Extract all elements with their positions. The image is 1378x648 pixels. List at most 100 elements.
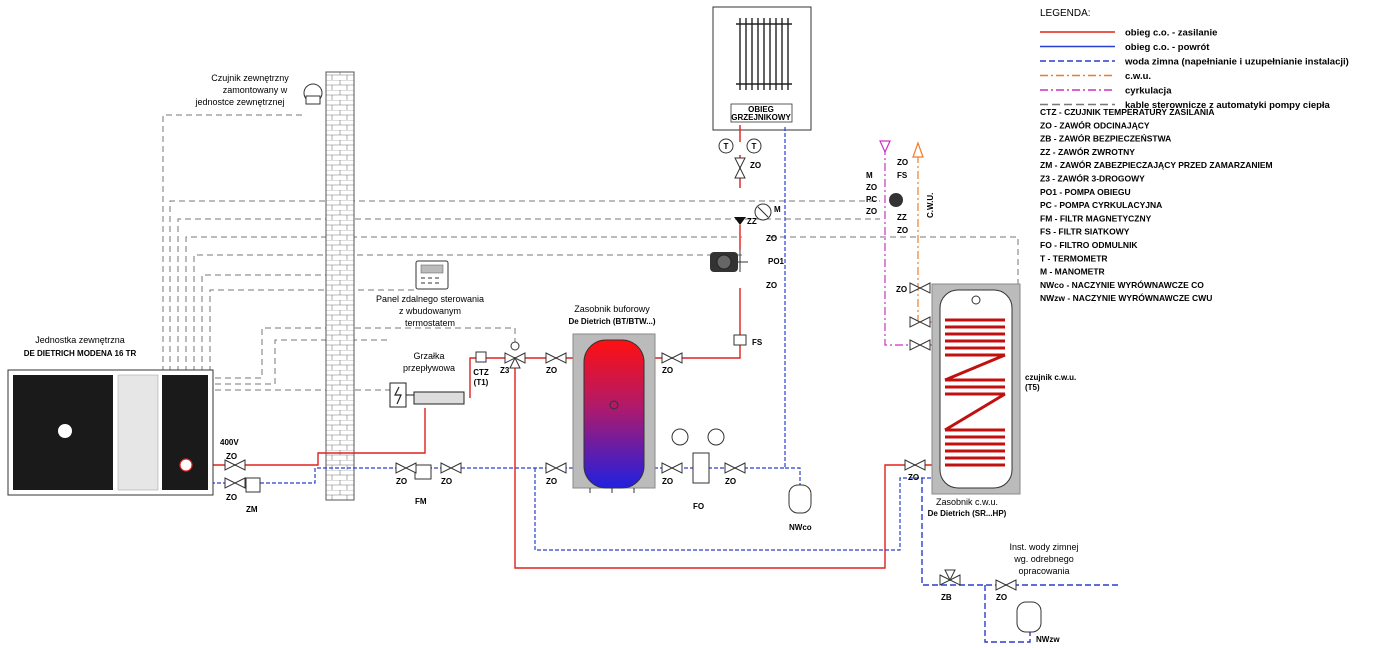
tag-fo: FO [693, 502, 704, 511]
tag-zz: ZZ [897, 213, 907, 222]
outdoor-sensor-icon [303, 83, 323, 105]
circulation-inlet-arrow [879, 140, 891, 154]
outdoor-unit [7, 369, 214, 496]
tag-zo: ZO [866, 183, 877, 192]
tag-zo: ZO [725, 477, 736, 486]
tag-zo: ZO [226, 493, 237, 502]
legend-item-label: kable sterownicze z automatyki pompy cie… [1125, 100, 1331, 111]
abbreviation-entry: PC - POMPA CYRKULACYJNA [1040, 200, 1162, 210]
buffer-tank-caption: Zasobnik buforowy De Dietrich (BT/BTW...… [568, 304, 655, 326]
flow-heater [389, 382, 465, 408]
legend-item-label: woda zimna (napełnianie i uzupełnianie i… [1124, 57, 1349, 68]
tag-z3: Z3 [500, 366, 510, 375]
filter-fs [733, 334, 747, 346]
circulation-pipe [884, 150, 935, 346]
tag-pc: PC [866, 195, 877, 204]
tag-m: M [774, 205, 781, 214]
abbreviation-entry: T - TERMOMETR [1040, 253, 1108, 263]
three-way-valve-z3 [504, 341, 526, 369]
outdoor-unit-caption: Jednostka zewnętrzna DE DIETRICH MODENA … [24, 335, 137, 358]
remote-panel-line-3: termostatem [405, 318, 455, 328]
tag-nwzw: NWzw [1036, 635, 1060, 644]
tag-fs: FS [897, 171, 908, 180]
tag-zo: ZO [896, 285, 907, 294]
tag-m: M [866, 171, 873, 180]
expansion-vessel-nwzw [1016, 601, 1042, 633]
dhw-sensor-line-2: (T5) [1025, 383, 1040, 392]
cold-water-caption: Inst. wody zimnej wg. odrebnego opracowa… [1009, 542, 1078, 576]
tag-zo: ZO [996, 593, 1007, 602]
check-valve-zz [734, 217, 746, 225]
cwu-vertical-label: C.W.U. [926, 193, 935, 218]
ctz-sensor [475, 351, 487, 363]
tag-zo: ZO [897, 158, 908, 167]
radiator-circuit-label-2: GRZEJNIKOWY [731, 113, 791, 122]
dhw-tank-line-2: De Dietrich (SR...HP) [928, 509, 1007, 518]
shutoff-valves [224, 157, 1017, 591]
legend-item-label: obieg c.o. - zasilanie [1125, 28, 1217, 39]
tag-zo: ZO [866, 207, 877, 216]
abbreviation-entry: ZM - ZAWÓR ZABEZPIECZAJĄCY PRZED ZAMARZA… [1040, 159, 1273, 170]
ctz-line-2: (T1) [474, 378, 489, 387]
pump-pc [889, 193, 903, 207]
tag-t: T [752, 142, 757, 151]
dhw-tank-line-1: Zasobnik c.w.u. [936, 497, 998, 507]
cold-water-line-3: opracowania [1018, 566, 1069, 576]
legend-item-label: c.w.u. [1125, 71, 1151, 82]
tag-zo: ZO [908, 473, 919, 482]
filter-fo [692, 452, 710, 484]
outdoor-sensor-line-2: zamontowany w [223, 85, 288, 95]
tag-zo: ZO [441, 477, 452, 486]
outdoor-unit-line-2: DE DIETRICH MODENA 16 TR [24, 349, 137, 358]
outdoor-sensor-line-3: jednostce zewnętrznej [194, 97, 284, 107]
dhw-sensor-caption: czujnik c.w.u. (T5) [1025, 373, 1076, 392]
supply-pipes [205, 125, 935, 569]
tag-zm: ZM [246, 505, 258, 514]
outdoor-sensor-caption: Czujnik zewnętrzny zamontowany w jednost… [194, 73, 289, 107]
tag-zo: ZO [766, 281, 777, 290]
abbreviation-entry: ZO - ZAWÓR ODCINAJĄCY [1040, 119, 1150, 130]
tag-zo: ZO [226, 452, 237, 461]
abbreviation-entry: NWco - NACZYNIE WYRÓWNAWCZE CO [1040, 279, 1204, 290]
tag-t: T [724, 142, 729, 151]
dhw-tank [931, 283, 1021, 495]
abbreviation-entry: FM - FILTR MAGNETYCZNY [1040, 213, 1152, 223]
remote-panel-caption: Panel zdalnego sterowania z wbudowanym t… [376, 294, 484, 328]
pump-po1 [710, 250, 748, 272]
tag-nwco: NWco [789, 523, 812, 532]
cold-water-line-2: wg. odrebnego [1013, 554, 1074, 564]
safety-valve-zb [939, 569, 961, 586]
tag-fs: FS [752, 338, 763, 347]
tag-zo: ZO [546, 366, 557, 375]
abbreviation-entry: Z3 - ZAWÓR 3-DROGOWY [1040, 173, 1145, 184]
heater-line-2: przepływowa [403, 363, 455, 373]
filter-fm [414, 464, 432, 480]
heater-line-1: Grzałka [413, 351, 444, 361]
buffer-tank-line-2: De Dietrich (BT/BTW...) [568, 317, 655, 326]
remote-panel-line-2: z wbudowanym [399, 306, 461, 316]
remote-panel-line-1: Panel zdalnego sterowania [376, 294, 484, 304]
tag-zo: ZO [396, 477, 407, 486]
heater-caption: Grzałka przepływowa [403, 351, 455, 373]
buffer-tank [572, 333, 656, 493]
radiator-icon [736, 18, 792, 90]
abbreviation-entry: FO - FILTRO ODMULNIK [1040, 240, 1138, 250]
abbreviation-entry: ZB - ZAWÓR BEZPIECZEŃSTWA [1040, 133, 1171, 144]
buffer-tank-line-1: Zasobnik buforowy [574, 304, 650, 314]
cold-water-pipe [921, 478, 1120, 643]
radiator-circuit-box: OBIEG GRZEJNIKOWY [712, 6, 812, 131]
outdoor-unit-line-1: Jednostka zewnętrzna [35, 335, 125, 345]
ctz-caption: CTZ (T1) [473, 368, 489, 387]
cold-water-line-1: Inst. wody zimnej [1009, 542, 1078, 552]
component-tags: ZO ZO ZM ZO FM ZO Z3 ZO ZO ZO ZO FO ZO F… [226, 142, 1060, 644]
zm-valve-body [245, 477, 261, 493]
tag-fm: FM [415, 497, 427, 506]
radiator-circuit-label-1: OBIEG [748, 105, 774, 114]
tag-zo: ZO [546, 477, 557, 486]
outdoor-sensor-line-1: Czujnik zewnętrzny [211, 73, 289, 83]
legend-item-label: obieg c.o. - powrót [1125, 42, 1210, 53]
abbreviation-entry: ZZ - ZAWÓR ZWROTNY [1040, 146, 1135, 157]
tag-zz: ZZ [747, 217, 757, 226]
